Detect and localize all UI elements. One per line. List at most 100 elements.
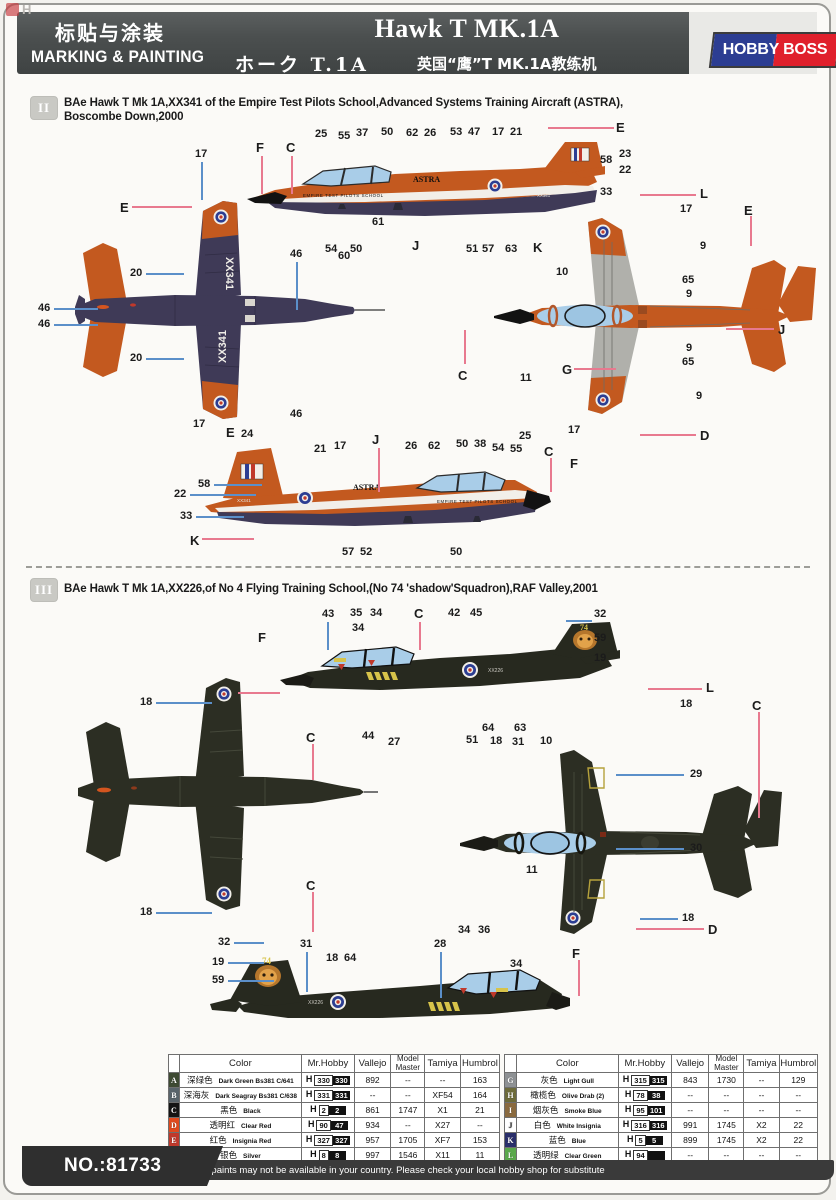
paint-name-cn: 银色: [220, 1151, 238, 1161]
callout-52: 52: [360, 546, 373, 558]
header-japanese-title: ホーク T.1A: [235, 54, 369, 76]
paint-swatch-d: D: [168, 1117, 180, 1133]
logo-text-hobby: HOBBY: [722, 41, 780, 58]
callout-43: 43: [322, 608, 335, 620]
vallejo-value: 957: [353, 1132, 392, 1148]
callout-61: 61: [372, 216, 385, 228]
callout-E2: E: [120, 200, 129, 215]
callout-59a: 59: [594, 632, 607, 644]
callout-24: 24: [241, 428, 254, 440]
callout-10b: 10: [540, 735, 553, 747]
modelmaster-value: 1747: [390, 1102, 426, 1118]
paint-name-cn: 白色: [533, 1121, 551, 1131]
callout-42: 42: [448, 607, 461, 619]
paint-swatch-a: A: [168, 1072, 180, 1088]
swatch-header: [168, 1054, 180, 1073]
aircraft-top-view-astra: XX341 XX341: [75, 201, 385, 419]
leader-line: [228, 962, 264, 964]
leader-line: [327, 622, 329, 650]
humbrol-value: 22: [778, 1132, 819, 1148]
callout-L2: L: [706, 680, 714, 695]
callout-62b: 62: [428, 440, 441, 452]
column-header-mrhobby: Mr.Hobby: [301, 1054, 355, 1073]
callout-19a: 19: [594, 652, 607, 664]
svg-text:74: 74: [262, 956, 272, 966]
humbrol-value: 11: [459, 1147, 501, 1163]
leader-line: [196, 516, 244, 518]
leader-line: [640, 434, 696, 436]
callout-D2: D: [708, 922, 718, 937]
callout-32b: 32: [218, 936, 231, 948]
paint-name-en: Insignia Red: [232, 1138, 272, 1145]
leader-line: [648, 688, 702, 690]
paint-name-cn: 深绿色: [187, 1076, 213, 1086]
callout-63b: 63: [514, 722, 527, 734]
callout-C1: C: [286, 140, 296, 155]
callout-55: 55: [338, 130, 351, 142]
leader-line: [214, 484, 262, 486]
callout-J3: J: [372, 432, 380, 447]
vallejo-value: 843: [671, 1072, 710, 1088]
humbrol-value: --: [778, 1087, 819, 1103]
paint-name-cn: 灰色: [540, 1076, 558, 1086]
hobby-search-watermark: H: [6, 2, 32, 17]
paint-swatch-h: H: [504, 1087, 517, 1103]
callout-K1: K: [533, 240, 543, 255]
callout-18d: 18: [682, 912, 695, 924]
tamiya-value: --: [743, 1102, 780, 1118]
vallejo-value: 991: [671, 1117, 710, 1133]
title-header: 标贴与涂装 MARKING & PAINTING Hawk T MK.1A ホー…: [17, 12, 836, 76]
humbrol-value: --: [459, 1117, 501, 1133]
paint-swatch-k: K: [504, 1132, 517, 1148]
callout-9d: 9: [696, 390, 703, 402]
callout-K2: K: [190, 533, 200, 548]
column-header-color-2: Color: [515, 1054, 619, 1073]
callout-17a: 17: [195, 148, 208, 160]
modelmaster-value: 1730: [708, 1072, 745, 1088]
leader-line: [132, 206, 192, 208]
leader-line: [548, 127, 614, 129]
leader-line: [156, 702, 212, 704]
tamiya-value: --: [743, 1087, 780, 1103]
section-number-2: II: [30, 96, 58, 120]
vallejo-value: --: [671, 1147, 710, 1163]
callout-F4: F: [572, 946, 580, 961]
callout-26b: 26: [405, 440, 418, 452]
leader-line: [640, 194, 696, 196]
callout-20b: 20: [130, 352, 143, 364]
paint-name-cn: 黑色: [220, 1106, 238, 1116]
callout-28: 28: [434, 938, 447, 950]
callout-F3: F: [258, 630, 266, 645]
callout-26: 26: [424, 127, 437, 139]
leader-line: [202, 538, 254, 540]
svg-text:XX341: XX341: [537, 193, 551, 198]
callout-46d: 46: [290, 408, 303, 420]
callout-E1: E: [616, 120, 625, 135]
callout-F1: F: [256, 140, 264, 155]
callout-D1: D: [700, 428, 710, 443]
header-chinese-title: 英国“鹰”T MK.1A教练机: [417, 55, 597, 73]
callout-9c: 9: [686, 342, 693, 354]
modelmaster-value: 1705: [390, 1132, 426, 1148]
leader-line: [228, 980, 274, 982]
aircraft-side-view-astra: ASTRA EMPIRE TEST PILOTS SCHOOL XX341: [247, 142, 605, 216]
callout-F2: F: [570, 456, 578, 471]
callout-64b: 64: [344, 952, 357, 964]
callout-37: 37: [356, 127, 369, 139]
column-header-tamiya-2: Tamiya: [743, 1054, 780, 1073]
callout-59b: 59: [212, 974, 225, 986]
